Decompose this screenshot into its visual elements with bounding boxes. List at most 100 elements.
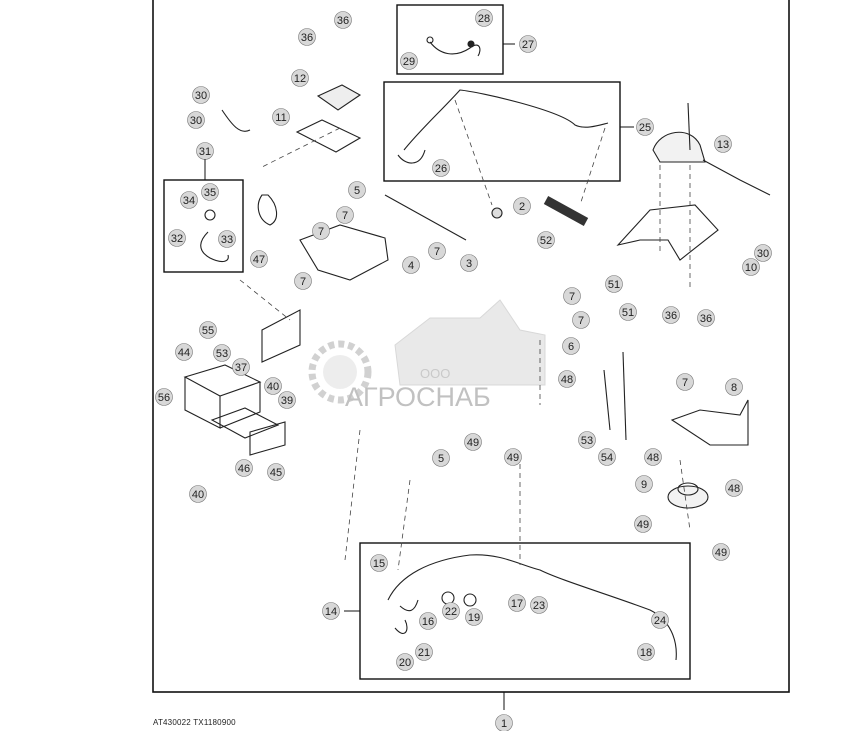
callout-number: 30 (195, 90, 207, 102)
callout-36d: 36 (697, 309, 715, 327)
callout-balloon (697, 309, 715, 327)
callout-31: 31 (196, 142, 214, 160)
callout-40a: 40 (264, 377, 282, 395)
callout-53b: 53 (578, 431, 596, 449)
callout-18: 18 (637, 643, 655, 661)
callout-7e: 7 (563, 287, 581, 305)
callout-number: 23 (533, 600, 545, 612)
callout-balloon (322, 602, 340, 620)
callout-number: 52 (540, 235, 552, 247)
callout-balloon (213, 344, 231, 362)
callout-balloon (370, 554, 388, 572)
callout-balloon (504, 448, 522, 466)
callout-balloon (519, 35, 537, 53)
callout-20: 20 (396, 653, 414, 671)
callout-balloon (754, 244, 772, 262)
callout-number: 49 (507, 452, 519, 464)
callout-number: 11 (275, 112, 286, 124)
callout-number: 36 (337, 15, 349, 27)
callout-number: 48 (561, 374, 573, 386)
callout-balloon (635, 475, 653, 493)
callout-8: 8 (725, 378, 743, 396)
callout-balloon (619, 303, 637, 321)
callout-number: 5 (354, 185, 360, 197)
callout-53a: 53 (213, 344, 231, 362)
callout-balloon (278, 391, 296, 409)
callout-25: 25 (636, 118, 654, 136)
callout-balloon (725, 378, 743, 396)
callout-22: 22 (442, 602, 460, 620)
callout-number: 37 (235, 362, 247, 374)
group-box-27 (396, 4, 504, 75)
callout-balloon (714, 135, 732, 153)
callout-3: 3 (460, 254, 478, 272)
callout-balloon (637, 643, 655, 661)
callout-balloon (272, 108, 290, 126)
callout-number: 49 (715, 547, 727, 559)
callout-number: 36 (700, 313, 712, 325)
callout-balloon (334, 11, 352, 29)
callout-number: 7 (300, 276, 306, 288)
callout-number: 44 (178, 347, 190, 359)
callout-balloon (605, 275, 623, 293)
callout-number: 45 (270, 467, 282, 479)
callout-7b: 7 (312, 222, 330, 240)
callout-balloon (537, 231, 555, 249)
callout-balloon (348, 181, 366, 199)
callout-9: 9 (635, 475, 653, 493)
callout-number: 14 (325, 606, 337, 618)
callout-balloon (651, 611, 669, 629)
callout-number: 46 (238, 463, 250, 475)
callout-13: 13 (714, 135, 732, 153)
callout-34: 34 (180, 191, 198, 209)
callout-balloon (298, 28, 316, 46)
callout-balloon (400, 52, 418, 70)
callout-balloon (712, 543, 730, 561)
callout-26: 26 (432, 159, 450, 177)
group-box-25 (383, 81, 621, 182)
callout-balloon (189, 485, 207, 503)
callout-number: 49 (637, 519, 649, 531)
callout-number: 34 (183, 195, 195, 207)
callout-balloon (644, 448, 662, 466)
callout-49d: 49 (712, 543, 730, 561)
part-drawings (183, 36, 771, 661)
callout-balloon (442, 602, 460, 620)
callout-number: 55 (202, 325, 214, 337)
callout-30c: 30 (754, 244, 772, 262)
callout-24: 24 (651, 611, 669, 629)
callout-number: 3 (466, 258, 472, 270)
callout-number: 7 (318, 226, 324, 238)
callout-balloon (419, 612, 437, 630)
callout-6: 6 (562, 337, 580, 355)
callout-1: 1 (495, 714, 513, 731)
callout-number: 51 (608, 279, 620, 291)
callout-balloon (563, 287, 581, 305)
callout-balloon (676, 373, 694, 391)
callout-32: 32 (168, 229, 186, 247)
group-leaders (204, 43, 634, 612)
callout-number: 6 (568, 341, 574, 353)
callout-11: 11 (272, 108, 290, 126)
callout-46: 46 (235, 459, 253, 477)
callout-number: 49 (467, 437, 479, 449)
callout-33: 33 (218, 230, 236, 248)
callout-48a: 48 (558, 370, 576, 388)
callout-number: 9 (641, 479, 647, 491)
callout-balloon (508, 594, 526, 612)
callout-balloon (460, 254, 478, 272)
callout-30a: 30 (192, 86, 210, 104)
callout-number: 8 (731, 382, 737, 394)
callout-number: 13 (717, 139, 729, 151)
callout-5b: 5 (432, 449, 450, 467)
callout-number: 53 (581, 435, 593, 447)
callout-36c: 36 (662, 306, 680, 324)
callout-37: 37 (232, 358, 250, 376)
callout-number: 33 (221, 234, 233, 246)
callout-balloon (291, 69, 309, 87)
callout-number: 7 (578, 315, 584, 327)
callout-number: 12 (294, 73, 306, 85)
watermark-name: АГРОСНАБ (345, 382, 491, 412)
callout-number: 35 (204, 187, 216, 199)
callout-number: 30 (757, 248, 769, 260)
